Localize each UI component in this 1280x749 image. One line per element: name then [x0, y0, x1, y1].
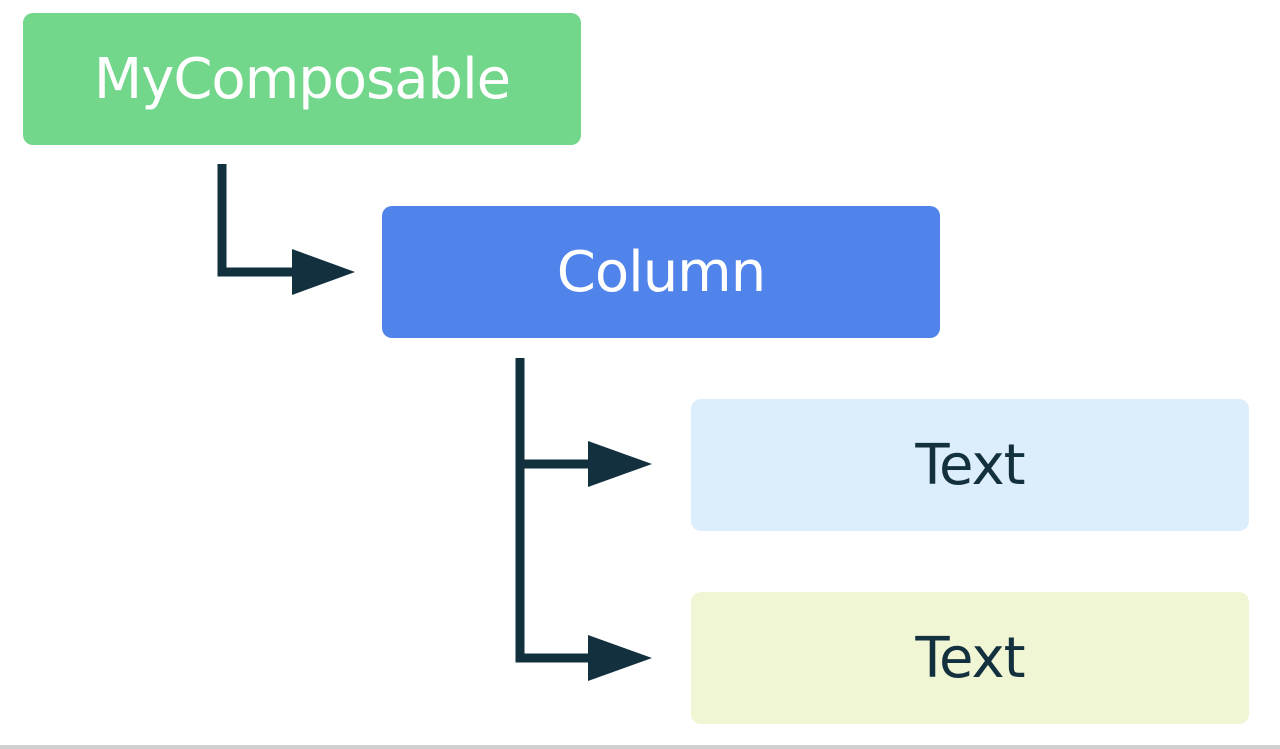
bottom-divider: [0, 745, 1280, 749]
node-text-first: Text: [691, 399, 1249, 531]
connector-column-to-text-first: [515, 358, 652, 487]
node-text-second: Text: [691, 592, 1249, 724]
node-text-second-label: Text: [915, 625, 1025, 691]
connector-column-to-text-second: [515, 464, 652, 681]
connector-line: [515, 358, 596, 469]
connector-root-to-column: [217, 164, 355, 295]
node-mycomposable-label: MyComposable: [93, 46, 511, 112]
node-column: Column: [382, 206, 940, 338]
connector-line: [217, 164, 300, 277]
node-mycomposable: MyComposable: [23, 13, 581, 145]
node-text-first-label: Text: [915, 432, 1025, 498]
node-column-label: Column: [556, 239, 766, 305]
arrowhead-icon: [588, 441, 652, 487]
connector-line: [515, 464, 596, 663]
arrowhead-icon: [292, 249, 355, 295]
arrowhead-icon: [588, 635, 652, 681]
